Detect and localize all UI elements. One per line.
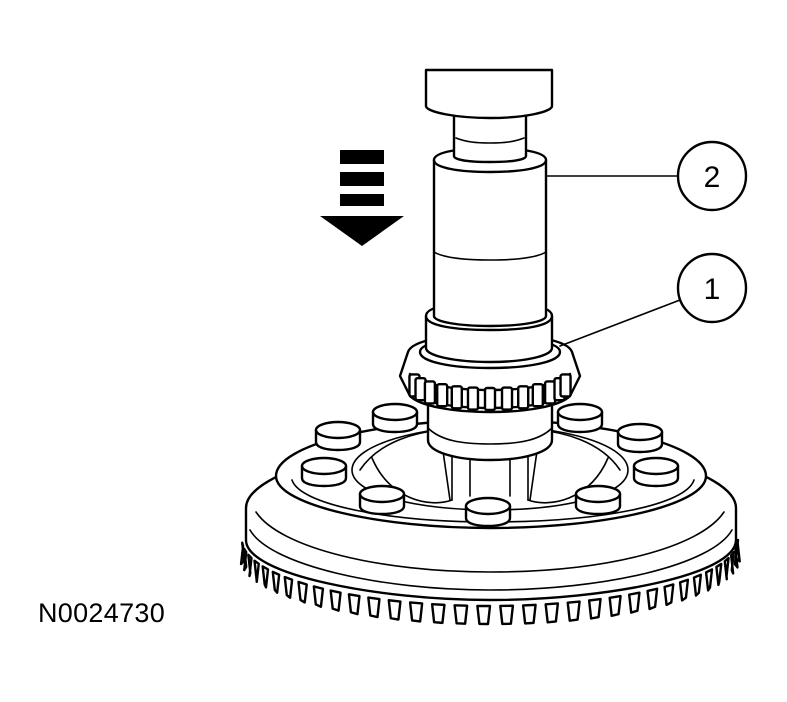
bolt-head <box>300 456 348 488</box>
callout-1: 1 <box>676 252 748 324</box>
gear-tooth <box>663 583 675 607</box>
bearing-roller <box>435 383 449 408</box>
gear-tooth <box>521 603 537 625</box>
bearing-roller <box>500 386 514 411</box>
bearing-roller <box>423 380 437 405</box>
callout-2: 2 <box>676 140 748 212</box>
gear-tooth <box>329 589 342 612</box>
gear-tooth <box>387 599 402 621</box>
arrow-down-icon <box>320 150 404 246</box>
figure-code: N0024730 <box>38 598 166 628</box>
callout-1-leader <box>559 299 681 347</box>
gear-tooth <box>430 602 446 625</box>
gear-tooth <box>408 601 424 623</box>
bolt-head <box>574 484 622 516</box>
ring-gear-teeth <box>239 538 741 626</box>
bolt-head <box>632 456 680 488</box>
gear-tooth <box>271 570 281 594</box>
gear-tooth <box>715 562 723 587</box>
gear-tooth <box>499 604 515 626</box>
callout-1-label: 1 <box>704 273 721 306</box>
gear-tooth <box>261 565 270 589</box>
bolt-head <box>556 402 604 434</box>
gear-tooth <box>253 559 260 584</box>
gear-tooth <box>729 550 735 575</box>
carrier-hub <box>426 402 554 462</box>
gear-tooth <box>239 541 246 566</box>
gear-tooth <box>367 596 381 619</box>
gear-tooth <box>247 553 253 578</box>
gear-tooth <box>692 573 703 597</box>
gear-tooth <box>704 568 714 592</box>
press-ram <box>424 68 554 120</box>
bearing-installer-tool <box>424 68 554 364</box>
gear-tooth <box>678 578 690 602</box>
gear-tooth <box>312 585 325 608</box>
callout-2-label: 2 <box>704 161 721 194</box>
gear-tooth <box>733 544 739 569</box>
bearing-roller <box>517 385 530 410</box>
gear-tooth <box>723 556 730 581</box>
gear-tooth <box>587 597 602 620</box>
gear-tooth <box>608 594 622 618</box>
bearing-roller <box>559 373 572 398</box>
bearing-roller <box>466 386 480 411</box>
ring-gear-bolts <box>300 402 680 528</box>
gear-tooth <box>646 587 659 611</box>
bolt-head <box>464 496 512 528</box>
gear-tooth <box>476 604 492 626</box>
gear-tooth <box>453 604 469 625</box>
gear-tooth <box>283 575 294 599</box>
installer-shaft <box>432 158 548 328</box>
gear-tooth <box>347 593 361 616</box>
gear-tooth <box>566 600 581 622</box>
bearing-roller <box>483 386 497 412</box>
bolt-head <box>314 420 362 452</box>
gear-tooth <box>243 547 248 572</box>
bearing-roller <box>450 385 463 410</box>
bolt-head <box>616 422 664 454</box>
bearing-rollers <box>408 373 572 412</box>
bearing-roller <box>531 383 545 408</box>
bolt-head <box>371 402 419 434</box>
gear-tooth <box>628 591 641 614</box>
gear-tooth <box>544 602 560 624</box>
gear-tooth <box>297 580 308 604</box>
bolt-head <box>358 484 406 516</box>
